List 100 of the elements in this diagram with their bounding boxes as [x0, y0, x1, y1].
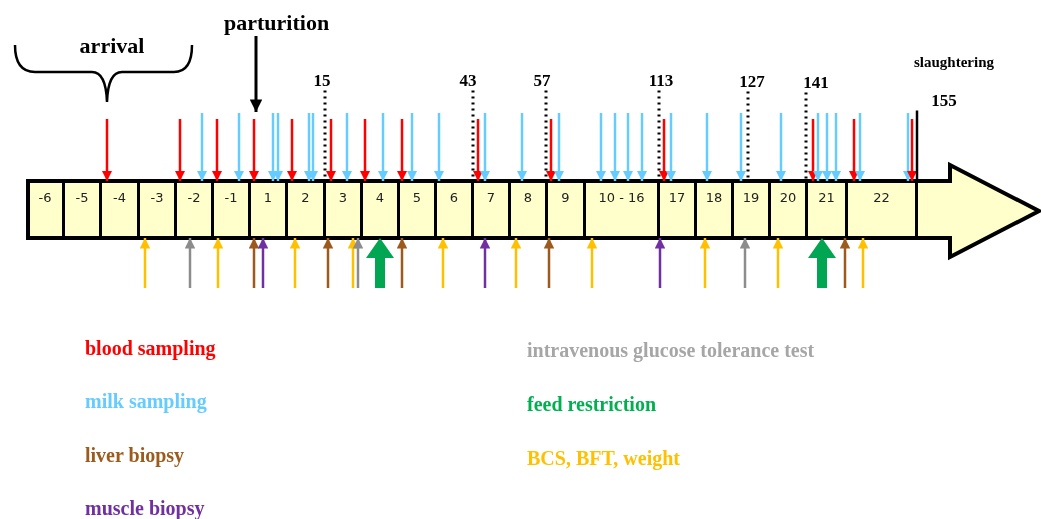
arrow: [101, 119, 113, 181]
arrow: [196, 113, 208, 181]
day-number: 57: [533, 69, 551, 91]
timeline-cell: -5: [65, 181, 102, 238]
legend-text: blood sampling: [85, 336, 216, 360]
arrow: [516, 113, 528, 181]
arrow: [377, 113, 389, 181]
timeline-cell: 21: [808, 181, 848, 238]
arrow: [848, 119, 860, 181]
timeline-cell: -6: [28, 181, 65, 238]
timeline-cell: 6: [437, 181, 474, 238]
day-number: 141: [803, 71, 829, 93]
timeline-cell: 1: [251, 181, 288, 238]
arrow: [906, 119, 918, 181]
dotted-line: [746, 91, 750, 181]
arrow: [286, 119, 298, 181]
legend-text: milk sampling: [85, 389, 207, 413]
arrow: [701, 113, 713, 181]
arrow: [472, 119, 484, 181]
arrow: [184, 238, 196, 288]
arrow: [289, 238, 301, 288]
arrow: [396, 238, 408, 288]
legend-text: muscle biopsy: [85, 496, 205, 519]
timeline-cell: 4: [363, 181, 400, 238]
arrow: [775, 113, 787, 181]
day-number: 43: [459, 69, 477, 91]
arrow: [325, 119, 337, 181]
legend-text: liver biopsy: [85, 443, 185, 467]
timeline-cell: 5: [400, 181, 437, 238]
legend-text: intravenous glucose tolerance test: [527, 338, 815, 362]
dotted-line: [804, 92, 808, 181]
arrow: [812, 113, 824, 181]
arrow: [739, 238, 751, 288]
arrow: [479, 238, 491, 288]
arrow: [699, 238, 711, 288]
arrow: [366, 238, 394, 288]
arrow: [352, 238, 364, 288]
arrow: [139, 238, 151, 288]
day-number: 127: [739, 70, 765, 92]
arrow: [212, 238, 224, 288]
arrow: [272, 113, 284, 181]
arrow: [772, 238, 784, 288]
arrow: [406, 113, 418, 181]
arrow: [479, 113, 491, 181]
arrow: [808, 238, 836, 288]
arrow: [510, 238, 522, 288]
arrow: [433, 113, 445, 181]
arrow: [553, 113, 565, 181]
arrow: [322, 238, 334, 288]
timeline-cell: -3: [140, 181, 177, 238]
arrow: [248, 238, 260, 288]
arrow: [839, 238, 851, 288]
event-label: parturition: [224, 10, 330, 36]
timeline-cell: 17: [660, 181, 697, 238]
timeline-cell: -4: [102, 181, 140, 238]
arrow: [437, 238, 449, 288]
arrow: [174, 119, 186, 181]
phase-label: arrival: [79, 33, 145, 59]
arrow: [248, 119, 260, 181]
timeline-cell: 7: [474, 181, 511, 238]
arrow: [595, 113, 607, 181]
arrow: [821, 113, 833, 181]
arrow: [622, 113, 634, 181]
day-number: 15: [313, 69, 331, 91]
arrow: [658, 119, 670, 181]
legend-text: feed restriction: [527, 392, 657, 416]
arrow: [543, 238, 555, 288]
day-number: 113: [648, 69, 674, 91]
day-number: 155: [931, 89, 957, 111]
timeline-cell: -1: [214, 181, 251, 238]
arrow: [735, 113, 747, 181]
arrow: [636, 113, 648, 181]
arrow: [830, 113, 842, 181]
arrow: [257, 238, 269, 288]
timeline-cell: 9: [548, 181, 586, 238]
timeline-cell: 10 - 16: [586, 181, 660, 238]
timeline-cell: -2: [177, 181, 214, 238]
arrow: [249, 36, 263, 112]
arrow: [396, 119, 408, 181]
arrow: [545, 119, 557, 181]
timeline-cell: 19: [734, 181, 771, 238]
arrow: [854, 113, 866, 181]
arrow: [857, 238, 869, 288]
arrow: [359, 119, 371, 181]
timeline-cell: 18: [697, 181, 734, 238]
timeline-cell: 8: [511, 181, 548, 238]
line: [915, 110, 919, 181]
arrow: [654, 238, 666, 288]
arrow: [233, 113, 245, 181]
arrow: [341, 113, 353, 181]
legend-text: BCS, BFT, weight: [527, 446, 680, 470]
arrow: [609, 113, 621, 181]
timeline-cell: 3: [326, 181, 363, 238]
event-label: slaughtering: [914, 53, 994, 71]
arrow: [586, 238, 598, 288]
arrow: [665, 113, 677, 181]
timeline-cell: 22: [848, 181, 918, 238]
timeline-cell: 2: [288, 181, 326, 238]
arrow: [211, 119, 223, 181]
timeline-cell: 20: [771, 181, 808, 238]
